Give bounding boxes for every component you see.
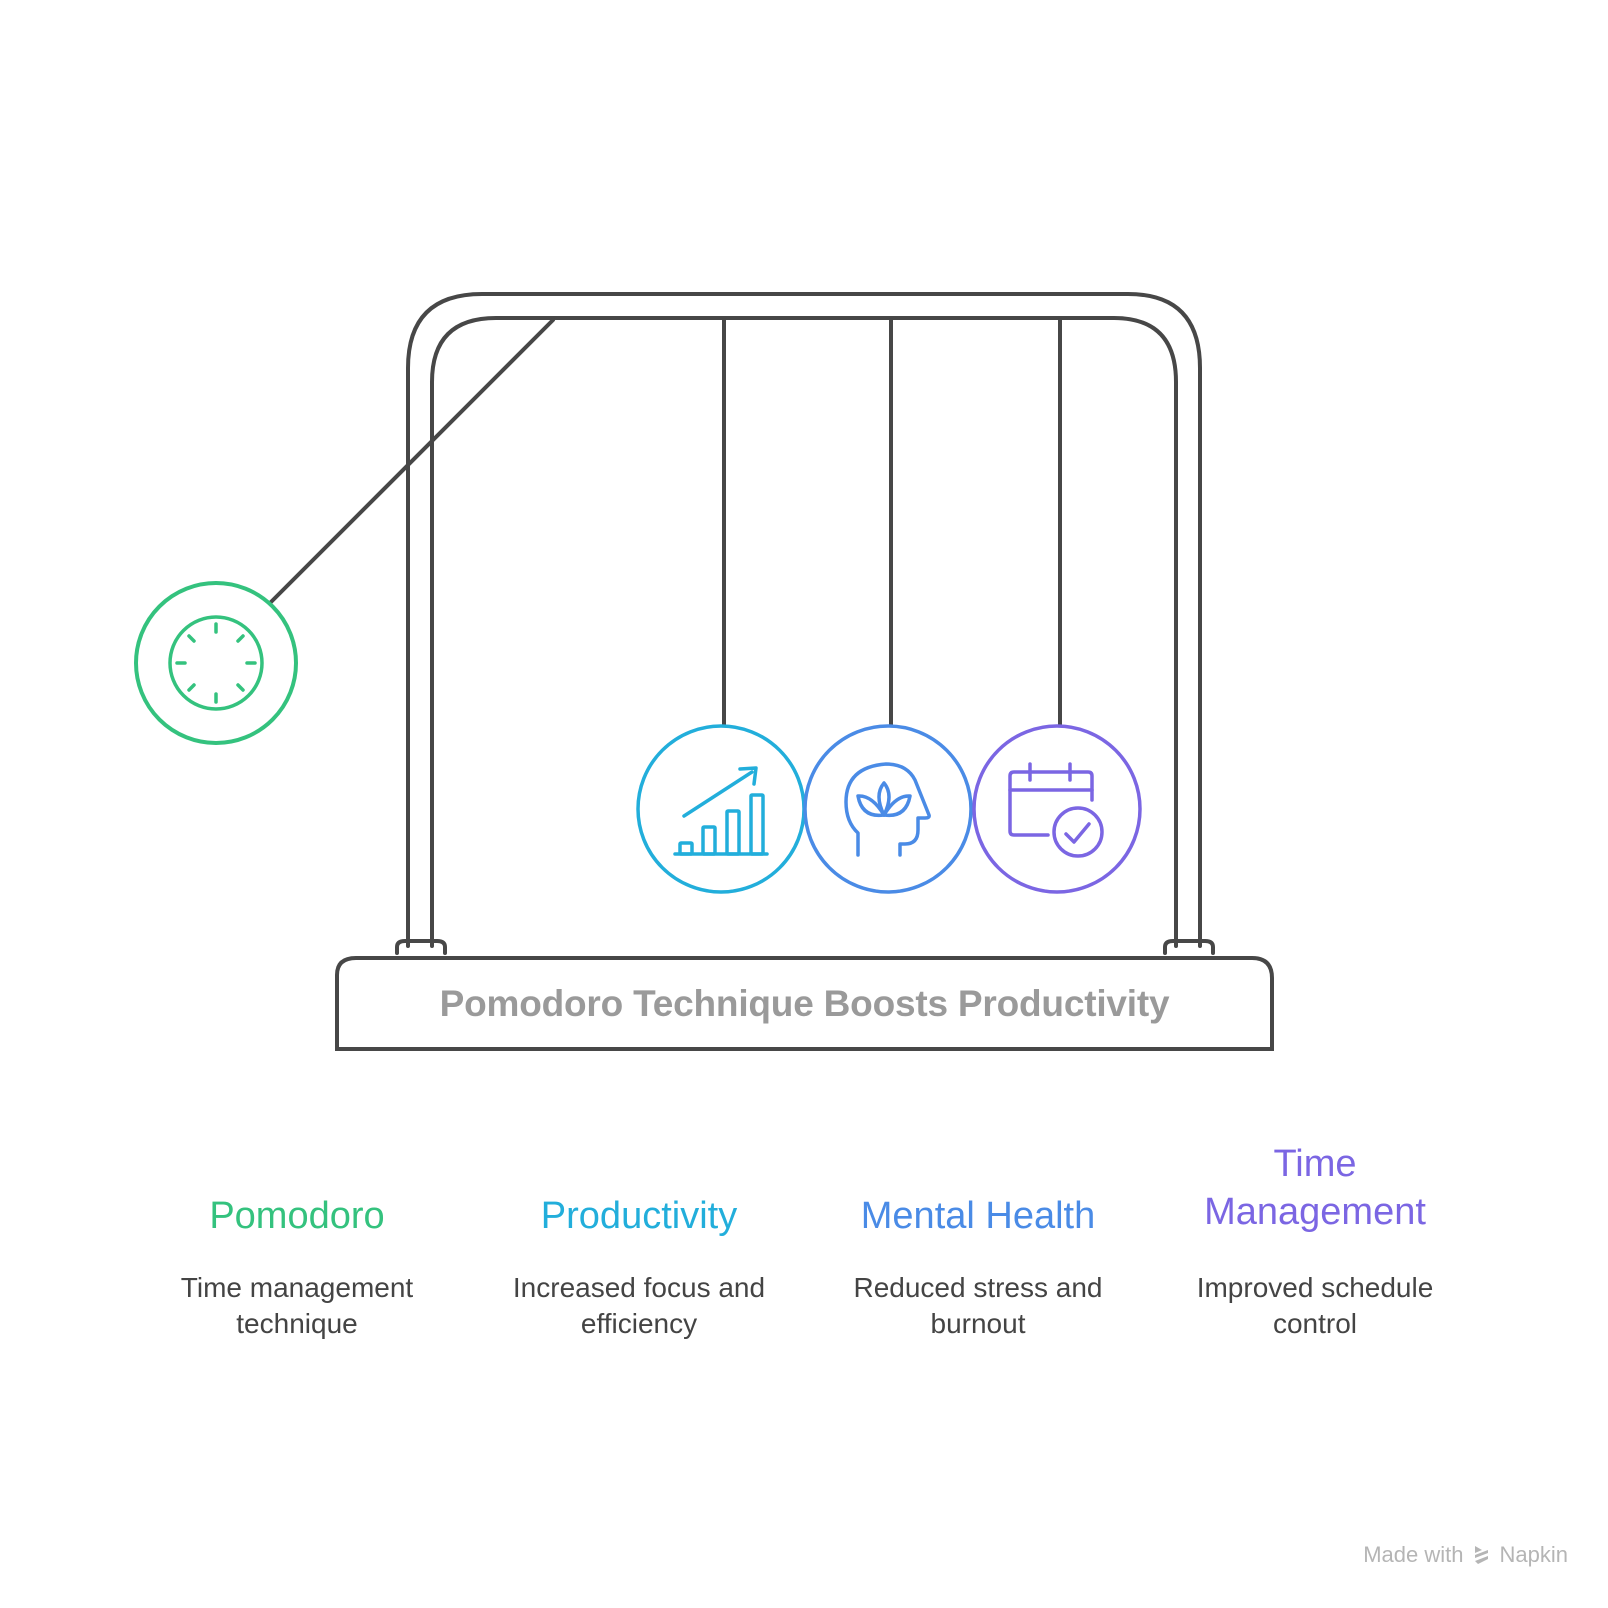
description-line: efficiency [580, 1308, 698, 1339]
item-productivity-description: Increased focus and efficiency [489, 1270, 789, 1342]
ball-productivity[interactable] [636, 724, 806, 894]
watermark-brand: Napkin [1499, 1542, 1568, 1567]
base-box [335, 956, 1274, 1051]
cradle-frame [335, 292, 1274, 1051]
item-title-line: Time [1273, 1143, 1357, 1185]
item-pomodoro-description: Time management technique [147, 1270, 447, 1342]
description-line: Reduced stress and [853, 1272, 1103, 1303]
item-pomodoro: Pomodoro [147, 1130, 447, 1250]
item-productivity: Productivity [489, 1130, 789, 1250]
mind-lotus-icon [844, 762, 931, 857]
ball-time-management[interactable] [972, 724, 1142, 894]
ball-pomodoro[interactable] [134, 581, 298, 745]
string-pomodoro [268, 318, 555, 605]
item-time-management-description: Improved schedule control [1165, 1270, 1465, 1342]
description-line: Increased focus and [512, 1272, 766, 1303]
frame-inner-arch [430, 316, 1178, 948]
frame-outer-arch [406, 292, 1202, 948]
description-line: Time management [180, 1272, 414, 1303]
item-title: Pomodoro [209, 1195, 385, 1237]
ball-mental-health[interactable] [803, 724, 973, 894]
growth-chart-icon [673, 766, 769, 856]
left-foot [395, 939, 447, 955]
watermark[interactable]: Made with Napkin [1363, 1542, 1568, 1568]
item-time-management: Time Management [1165, 1140, 1465, 1260]
description-line: Improved schedule [1196, 1272, 1434, 1303]
right-foot [1163, 939, 1215, 955]
diagram-title: Pomodoro Technique Boosts Productivity [439, 982, 1170, 1024]
item-title: Mental Health [860, 1195, 1096, 1237]
description-line: control [1272, 1308, 1358, 1339]
clock-icon [168, 615, 264, 711]
calendar-check-icon [1008, 762, 1104, 858]
item-mental-health: Mental Health [828, 1130, 1128, 1250]
item-mental-health-description: Reduced stress and burnout [828, 1270, 1128, 1342]
item-title: Productivity [540, 1195, 738, 1237]
watermark-prefix: Made with [1363, 1542, 1464, 1567]
strings [268, 318, 1062, 729]
description-line: technique [236, 1308, 358, 1339]
napkin-logo-icon [1474, 1546, 1488, 1564]
description-line: burnout [930, 1308, 1026, 1339]
item-title-line: Management [1204, 1191, 1426, 1233]
